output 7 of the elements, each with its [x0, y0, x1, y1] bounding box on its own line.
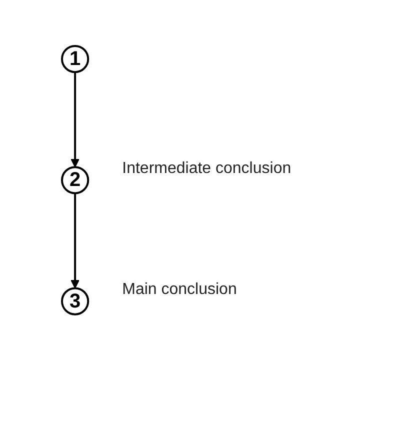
annotation-text: Intermediate conclusion	[122, 160, 292, 178]
node-circle: 1	[61, 44, 90, 74]
node-circle: 2	[61, 166, 90, 194]
arrow	[70, 193, 80, 289]
annotation-text: Main conclusion	[122, 281, 237, 300]
arrow	[70, 72, 80, 168]
node-circle: 3	[61, 287, 90, 316]
